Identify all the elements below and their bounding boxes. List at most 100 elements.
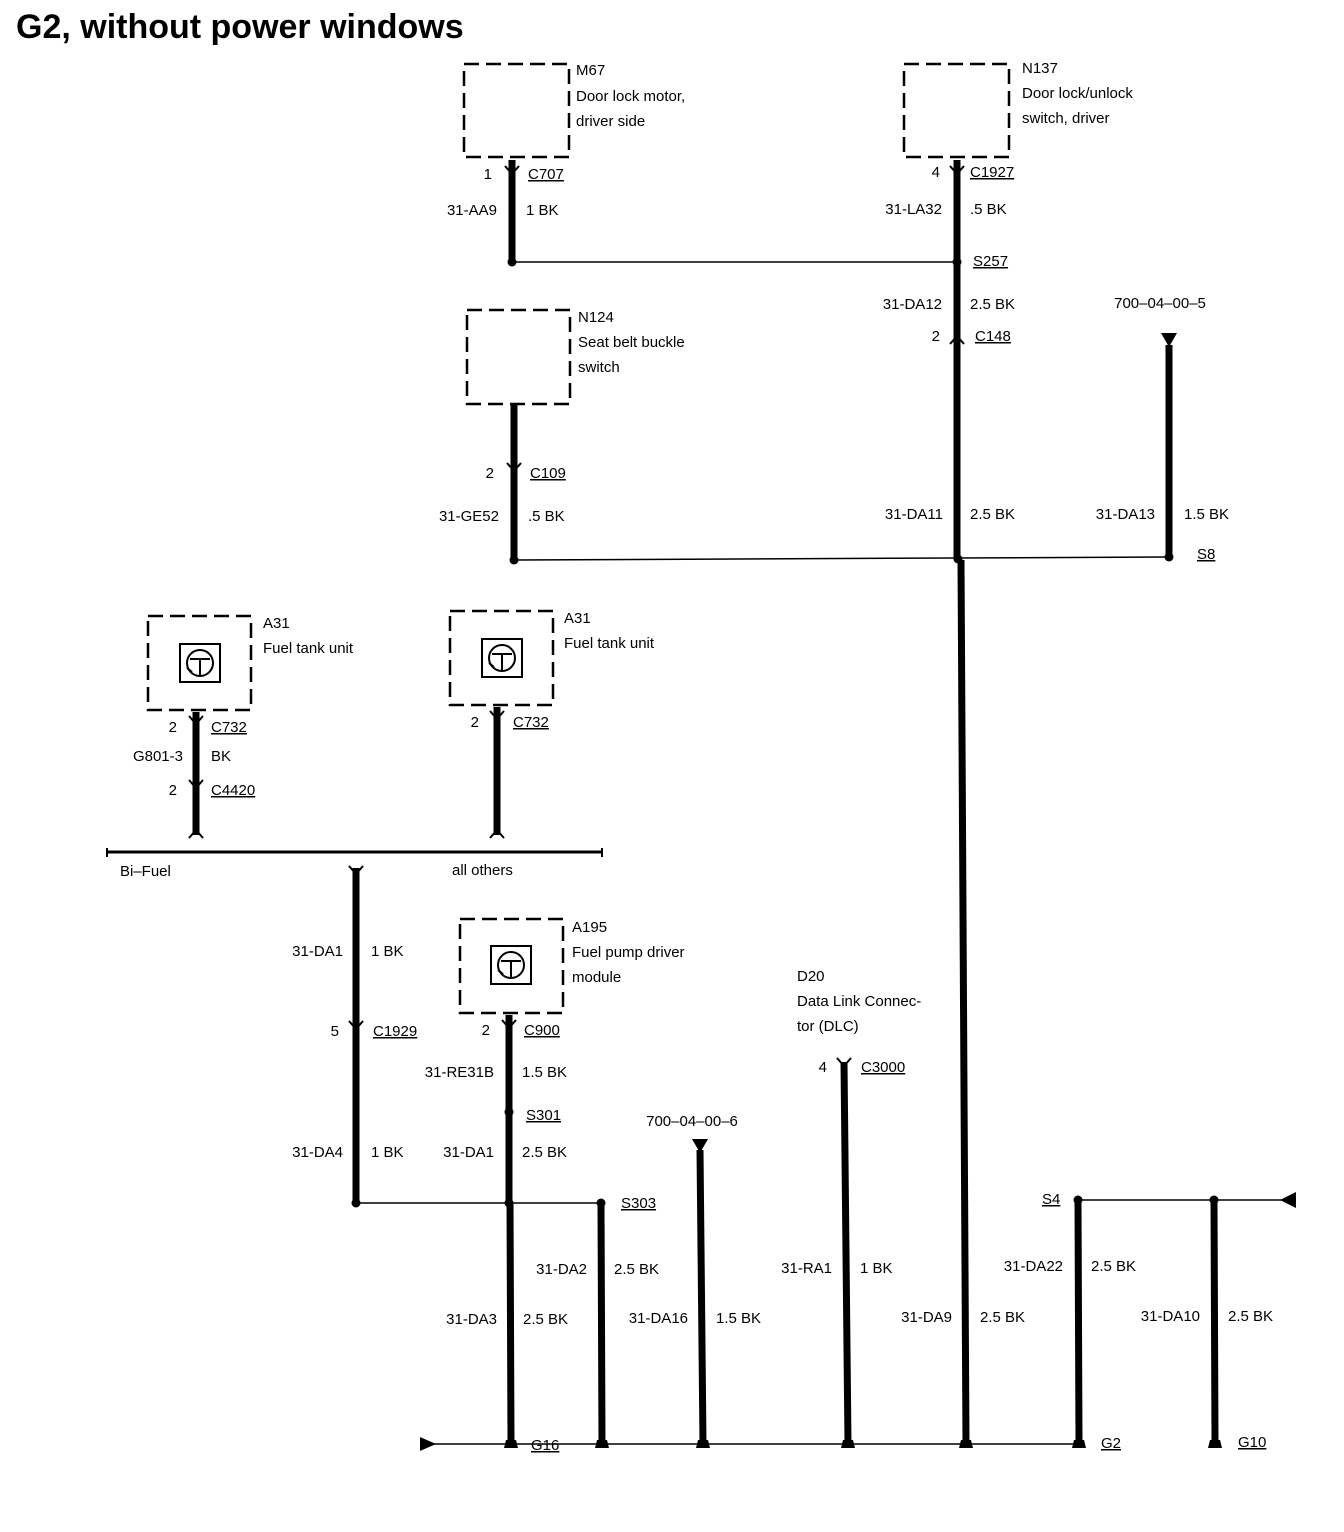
c3000-pin: 4 [819,1059,827,1076]
wire-31-da22 [1074,1201,1083,1445]
connector-c900-mark [501,1019,517,1030]
connector-c4420-end-mark [188,828,204,839]
wire-31-da10 [1210,1201,1219,1445]
reference-5-label: 700–04–00–5 [1114,295,1206,312]
page-title: G2, without power windows [16,8,464,46]
n137-component-box [902,62,1011,159]
ground-g2-label: G2 [1101,1435,1121,1452]
wire-da2-code: 31-DA2 [536,1261,587,1278]
fuel-gauge-icon [179,643,221,683]
ground-g16-label: G16 [531,1437,559,1454]
wire-da9-spec: 2.5 BK [980,1309,1025,1326]
reference-6-triangle [692,1139,708,1153]
ground-mark [696,1440,710,1448]
d20-name-line2: tor (DLC) [797,1018,859,1035]
a195-name-line1: Fuel pump driver [572,944,685,961]
wire-da1-b-spec: 2.5 BK [522,1144,567,1161]
wire-da13-spec: 1.5 BK [1184,506,1229,523]
m67-component-box [462,62,571,159]
c732-a-pin: 2 [169,719,177,736]
wire-da11-spec: 2.5 BK [970,506,1015,523]
wire-da1-b-code: 31-DA1 [443,1144,494,1161]
c1929-pin: 5 [331,1023,339,1040]
c732-b-name: C732 [513,714,549,731]
wire-da4-code: 31-DA4 [292,1144,343,1161]
splice-s4-label: S4 [1042,1191,1060,1208]
wire-da13-code: 31-DA13 [1096,506,1155,523]
a31-bifuel-name: Fuel tank unit [263,640,354,657]
d20-name-line1: Data Link Connec- [797,993,921,1010]
ground-mark [959,1440,973,1448]
wire-da2-spec: 2.5 BK [614,1261,659,1278]
c707-name: C707 [528,166,564,183]
option-bifuel-label: Bi–Fuel [120,863,171,880]
connector-option-mark [348,865,364,876]
wire-ra1-spec: 1 BK [860,1260,893,1277]
wire-31-da9 [957,559,970,1445]
connector-c3000-mark [836,1057,852,1068]
wire-g801-spec: BK [211,748,231,765]
c109-pin: 2 [486,465,494,482]
connector-c4420-mark [188,779,204,790]
wire-ge52-spec: .5 BK [528,508,565,525]
n124-name-line2: switch [578,359,620,376]
wire-da3-spec: 2.5 BK [523,1311,568,1328]
wire-31-da2 [597,1202,606,1445]
wire-da22-code: 31-DA22 [1004,1258,1063,1275]
connector-c732-b-end-mark [489,828,505,839]
option-others-label: all others [452,862,513,879]
ground-g2-mark [1072,1440,1086,1448]
c3000-name: C3000 [861,1059,905,1076]
splice-s4-dot [1073,1195,1083,1205]
c148-name: C148 [975,328,1011,345]
connector-c1927-mark [949,165,965,176]
n124-id: N124 [578,309,614,326]
splice-dot [504,1198,514,1208]
connector-c109-mark [506,462,522,473]
wire-da10-code: 31-DA10 [1141,1308,1200,1325]
splice-dot [507,257,517,267]
c1927-pin: 4 [932,164,940,181]
ground-g16-mark [504,1440,518,1448]
splice-s301-label: S301 [526,1107,561,1124]
a195-component-box [458,917,565,1015]
d20-id: D20 [797,968,825,985]
a31-bifuel-id: A31 [263,615,290,632]
splice-s303-dot [596,1198,606,1208]
wire-31-da3 [506,1202,515,1445]
splice-dot [509,555,519,565]
ground-g10-label: G10 [1238,1434,1266,1451]
splice-dot [1209,1195,1219,1205]
n124-name-line1: Seat belt buckle [578,334,685,351]
splice-s257-label: S257 [973,253,1008,270]
c4420-pin: 2 [169,782,177,799]
splice-dot [351,1198,361,1208]
wire-da9-code: 31-DA9 [901,1309,952,1326]
ground-mark [841,1440,855,1448]
wire-re31b-spec: 1.5 BK [522,1064,567,1081]
a31-others-name: Fuel tank unit [564,635,655,652]
wire-da10-spec: 2.5 BK [1228,1308,1273,1325]
a195-name-line2: module [572,969,621,986]
c900-name: C900 [524,1022,560,1039]
a195-id: A195 [572,919,607,936]
wire-da11-code: 31-DA11 [885,506,943,523]
c109-name: C109 [530,465,566,482]
c732-a-name: C732 [211,719,247,736]
a31-others-component-box [448,609,555,707]
bus-s8 [513,556,1170,561]
connector-c148-mark [949,334,965,345]
wire-aa9-code: 31-AA9 [447,202,497,219]
wire-da1-a-spec: 1 BK [371,943,404,960]
wire-aa9-spec: 1 BK [526,202,559,219]
m67-name-line2: driver side [576,113,645,130]
m67-name-line1: Door lock motor, [576,88,685,105]
ground-mark [595,1440,609,1448]
wire-da22-spec: 2.5 BK [1091,1258,1136,1275]
wire-da16-code: 31-DA16 [629,1310,688,1327]
reference-5-triangle [1161,333,1177,347]
wire-31-da16 [696,1149,707,1445]
c148-pin: 2 [932,328,940,345]
connector-c1929-mark [348,1020,364,1031]
